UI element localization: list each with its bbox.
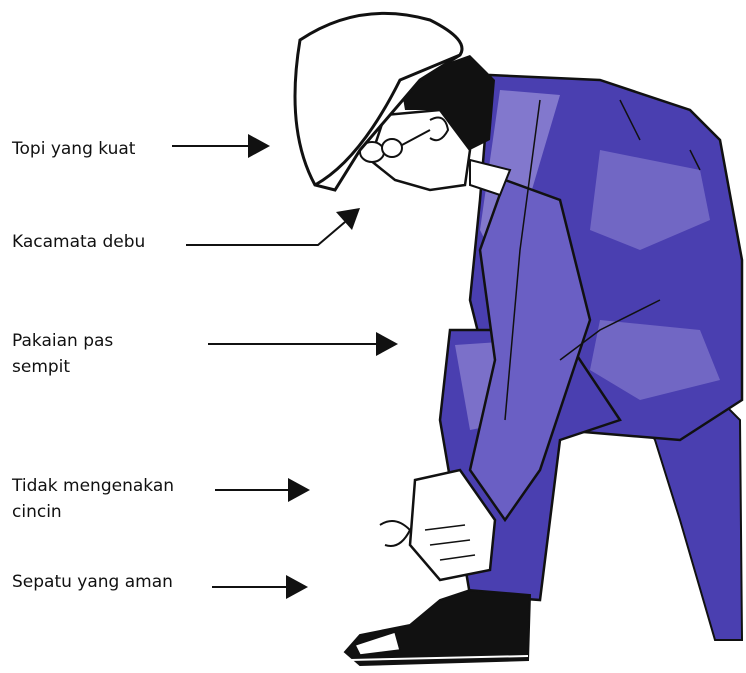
arrow-clothing: [208, 332, 398, 356]
label-helmet: Topi yang kuat: [12, 136, 135, 162]
label-clothing: Pakaian pas sempit: [12, 328, 113, 380]
arrow-helmet: [172, 134, 270, 158]
label-clothing-line-1: Pakaian pas: [12, 328, 113, 354]
label-helmet-line-1: Topi yang kuat: [12, 136, 135, 162]
label-rings: Tidak mengenakan cincin: [12, 473, 174, 525]
arrow-goggles: [186, 208, 360, 245]
label-clothing-line-2: sempit: [12, 354, 113, 380]
shoelace: [380, 521, 410, 546]
label-rings-line-2: cincin: [12, 499, 174, 525]
arrow-rings: [215, 478, 310, 502]
label-shoes-line-1: Sepatu yang aman: [12, 569, 173, 595]
worker-illustration: [295, 13, 742, 665]
label-rings-line-1: Tidak mengenakan: [12, 473, 174, 499]
label-goggles: Kacamata debu: [12, 229, 145, 255]
arrows: [172, 134, 398, 599]
arrow-shoes: [212, 575, 308, 599]
label-shoes: Sepatu yang aman: [12, 569, 173, 595]
label-goggles-line-1: Kacamata debu: [12, 229, 145, 255]
